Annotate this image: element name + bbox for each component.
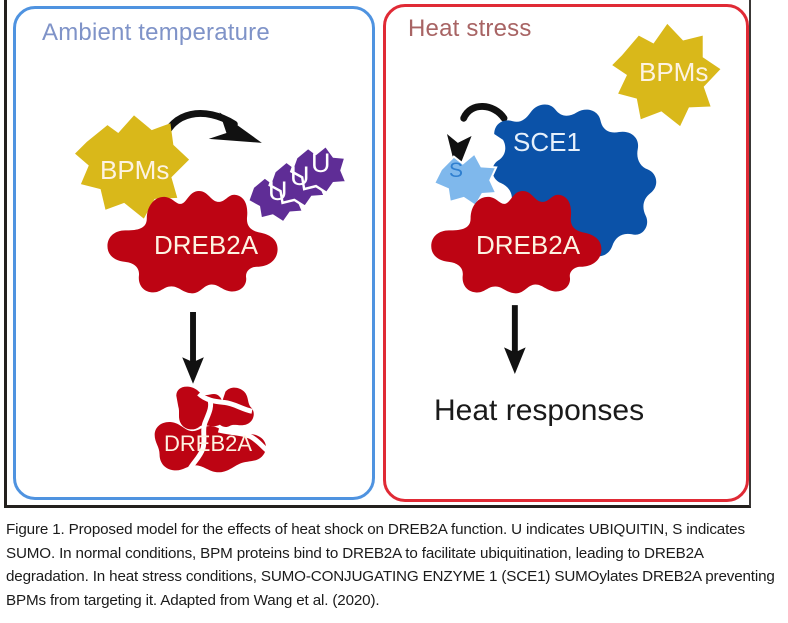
- sumo-protein-shape: [432, 152, 498, 208]
- sumoylation-arrow-icon: [446, 103, 508, 174]
- degradation-arrow-icon: [182, 312, 204, 384]
- panel-title-heat: Heat stress: [408, 15, 532, 42]
- response-arrow-icon: [504, 305, 526, 374]
- dreb2a-protein-shape-left: [107, 191, 278, 294]
- dreb2a-protein-shape-right: [431, 191, 602, 294]
- ambient-diagram-graphics: [75, 110, 349, 473]
- heat-diagram-graphics: [431, 23, 721, 374]
- ubiquitin-chain-shape: [246, 144, 349, 225]
- bpms-protein-shape-right: [612, 23, 721, 127]
- figure-caption: Figure 1. Proposed model for the effects…: [6, 521, 775, 609]
- binding-arrow-icon: [160, 110, 262, 145]
- figure-frame: Ambient temperature: [4, 0, 751, 508]
- degraded-dreb2a-shape: [154, 386, 272, 473]
- panel-heat-stress: Heat stress BPMs SCE1 S DREB2: [383, 4, 749, 502]
- bpms-protein-shape-left: [75, 115, 190, 219]
- ubiquitin-blob-3: [289, 144, 349, 195]
- panel-title-ambient: Ambient temperature: [42, 19, 270, 46]
- heat-responses-label: Heat responses: [434, 394, 645, 427]
- panel-ambient-temperature: Ambient temperature: [13, 6, 375, 500]
